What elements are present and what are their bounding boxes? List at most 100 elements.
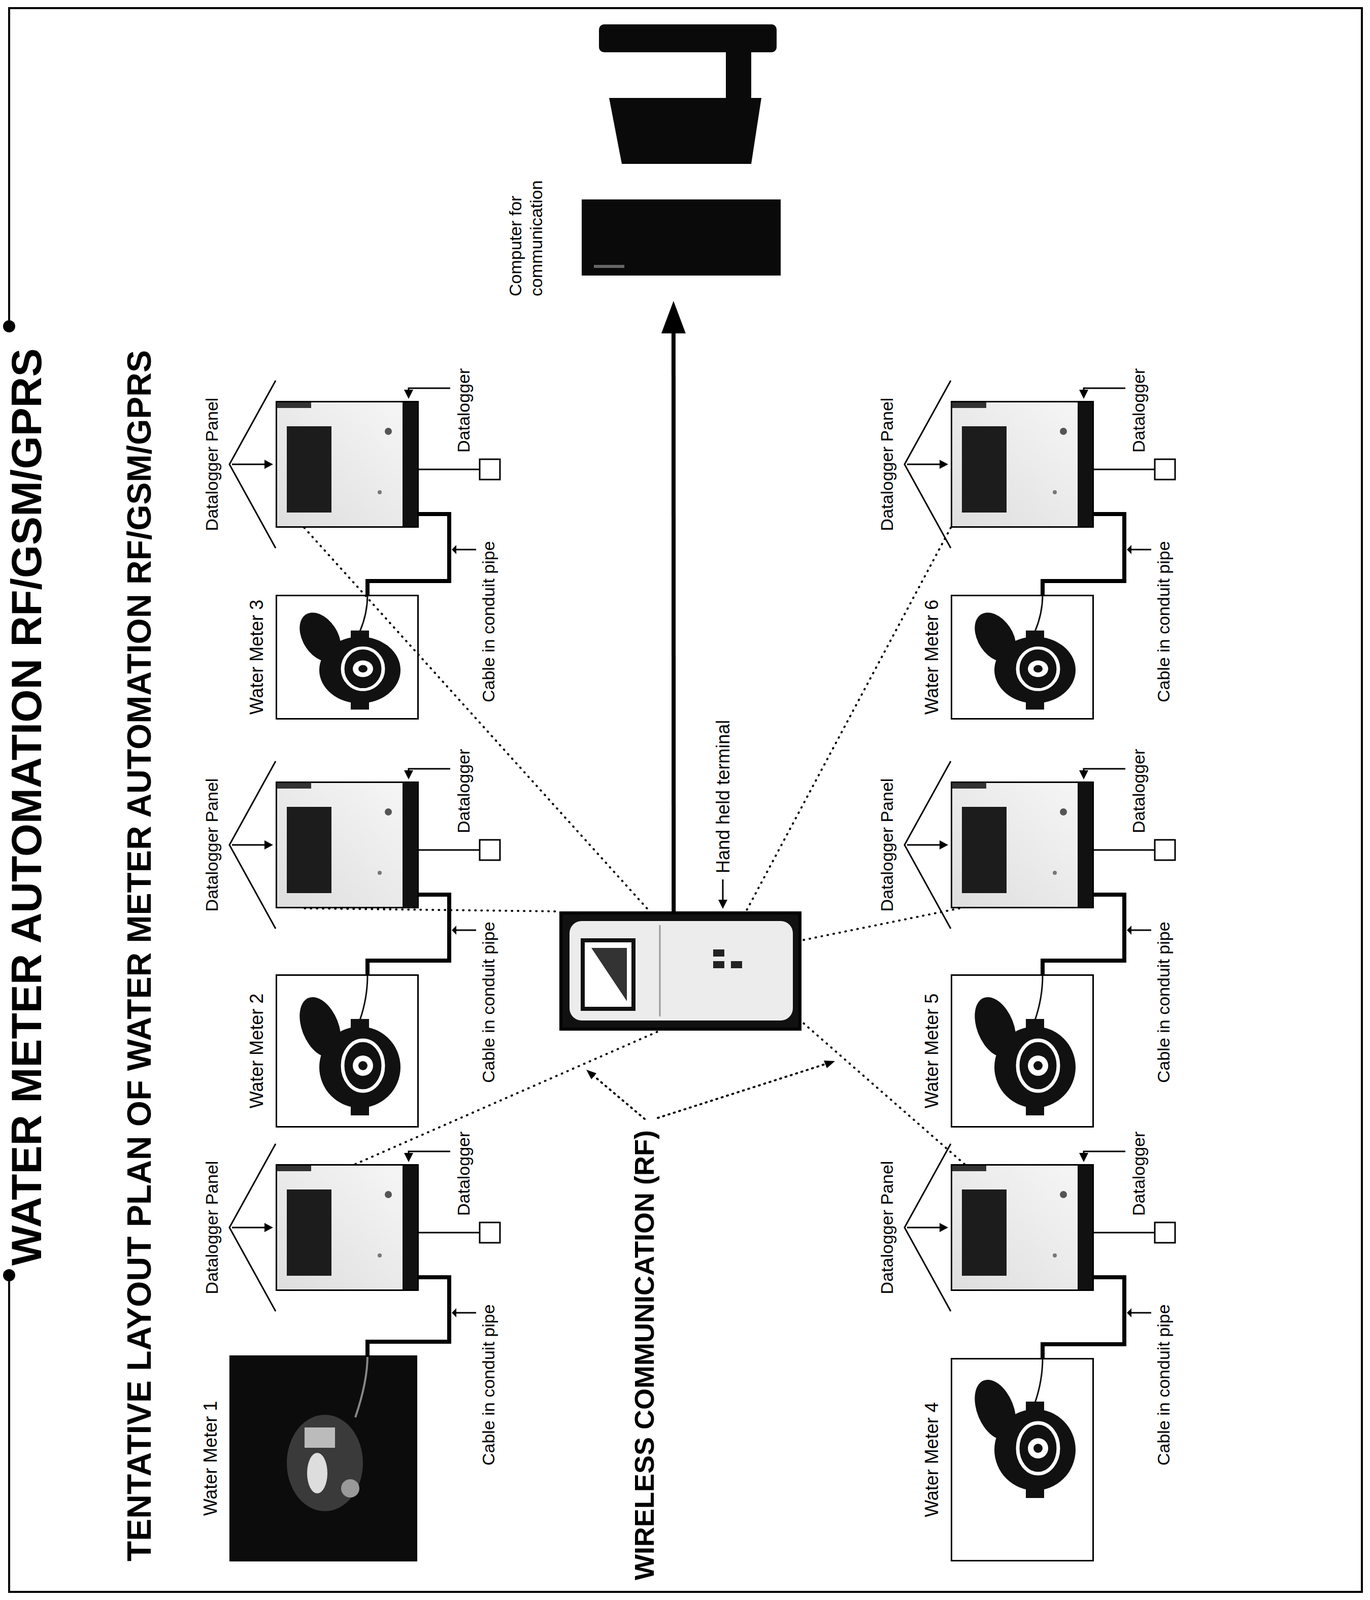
water-meter-label: Water Meter 2 (246, 992, 267, 1111)
terminal-key (713, 961, 725, 969)
panel-label: Datalogger Panel (202, 396, 222, 533)
cable-label: Cable in conduit pipe (1153, 920, 1174, 1085)
panel-label: Datalogger Panel (202, 1159, 222, 1297)
datalogger-panel-box: Datalogger PanelDatalogger (275, 401, 419, 528)
computer-monitor-neck (725, 52, 752, 98)
water-meter-label: Water Meter 6 (921, 598, 943, 717)
datalogger-panel-box: Datalogger PanelDatalogger (950, 401, 1094, 528)
water-meter-label: Water Meter 3 (246, 598, 267, 717)
terminal-photo (559, 911, 802, 1031)
meter-wire (355, 1355, 368, 1418)
leader-arrowhead (1126, 545, 1132, 555)
connector-line (367, 514, 450, 595)
terminal-body (569, 921, 793, 1021)
cable-connector (1042, 1277, 1125, 1359)
page-frame (9, 8, 1362, 1593)
water-meter-label: Water Meter 1 (199, 1399, 221, 1519)
connector-line (671, 331, 676, 912)
leader-arrowhead (451, 1308, 457, 1318)
rf-leader (591, 1074, 645, 1120)
water-meter-picture (291, 975, 401, 1116)
rf-leader (657, 1064, 826, 1119)
cable-label: Cable in conduit pipe (1153, 1302, 1174, 1468)
connector-line (746, 527, 951, 912)
connector-line (367, 1277, 450, 1356)
wireless-connector (304, 527, 650, 912)
wireless-connector (355, 1030, 660, 1165)
meter-photo-highlight (341, 1479, 360, 1498)
water-meter-picture (966, 975, 1076, 1116)
datalogger-label: Datalogger (453, 1130, 474, 1218)
arrowhead (661, 301, 686, 334)
datalogger-label: Datalogger (453, 747, 474, 835)
water-meter-label: Water Meter 5 (921, 992, 943, 1111)
datalogger-label: Datalogger (453, 366, 474, 455)
datalogger-panel-box: Datalogger PanelDatalogger (950, 1164, 1094, 1292)
cable-label: Cable in conduit pipe (478, 539, 499, 705)
computer-tower-slot (593, 264, 625, 269)
wireless-connector (304, 908, 560, 912)
computer-tower (581, 199, 781, 276)
cable-label: Cable in conduit pipe (478, 920, 499, 1085)
wireless-label: WIRELESS COMMUNICATION (RF) (628, 1128, 660, 1583)
terminal-screen (582, 940, 634, 1010)
subtitle: TENTATIVE LAYOUT PLAN OF WATER METER AUT… (120, 348, 159, 1564)
cable-connector (367, 1277, 450, 1356)
leader-arrowhead (1126, 925, 1132, 935)
cable-connector (1042, 514, 1125, 595)
cable-connector (367, 514, 450, 595)
datalogger-label: Datalogger (1128, 1130, 1149, 1218)
meter-photo-highlight (307, 1453, 328, 1494)
connector-line (801, 908, 960, 941)
leader-arrowhead (586, 1070, 597, 1080)
computer-label: Computer for communication (505, 168, 547, 298)
panel-label: Datalogger Panel (877, 396, 897, 533)
panel-label: Datalogger Panel (877, 777, 897, 914)
panel-label: Datalogger Panel (202, 777, 222, 914)
title: WATER METER AUTOMATION RF/GSM/GPRS (5, 346, 48, 1268)
computer-monitor-back (609, 97, 762, 164)
terminal-key (730, 961, 743, 969)
terminal-key (713, 949, 725, 957)
connector-line (1042, 894, 1125, 975)
leader-arrowhead (451, 545, 457, 555)
connector-line (304, 908, 560, 912)
leader-arrowhead (823, 1060, 835, 1069)
terminal-screen-shade (591, 948, 627, 1002)
water-meter-picture (291, 594, 401, 710)
meter-photo-highlight (304, 1427, 336, 1449)
wireless-connector (746, 527, 951, 912)
panel-label: Datalogger Panel (877, 1159, 897, 1297)
meter-photo (229, 1355, 418, 1562)
hand-held-terminal: Hand held terminal (559, 911, 802, 1031)
cable-connector (367, 894, 450, 975)
terminal-seam (659, 925, 661, 1017)
water-meter-box: Water Meter 6 (950, 594, 1094, 720)
connector-line (304, 527, 650, 912)
meter-photo-body (286, 1415, 363, 1512)
datalogger-panel-box: Datalogger PanelDatalogger (950, 781, 1094, 909)
cable-label: Cable in conduit pipe (478, 1302, 499, 1468)
water-meter-box: Water Meter 1 (229, 1355, 418, 1562)
wireless-connector (801, 908, 960, 941)
title-dot (3, 1269, 16, 1282)
connector-line (1042, 1277, 1125, 1359)
title-dot (3, 320, 16, 333)
connector-line (367, 894, 450, 975)
arrow-connector (661, 301, 686, 912)
datalogger-panel-box: Datalogger PanelDatalogger (275, 1164, 419, 1292)
water-meter-box: Water Meter 5 (950, 974, 1094, 1128)
water-meter-picture (966, 594, 1076, 710)
cable-leader (455, 549, 1152, 1314)
datalogger-panel-box: Datalogger PanelDatalogger (275, 781, 419, 909)
water-meter-box: Water Meter 2 (275, 974, 419, 1128)
connector-line (355, 1030, 660, 1165)
leader-arrowhead (718, 899, 728, 910)
water-meter-box: Water Meter 4 (950, 1358, 1094, 1562)
connector-line (1042, 514, 1125, 595)
computer-monitor-screen (598, 24, 777, 53)
water-meter-box: Water Meter 3 (275, 594, 419, 720)
cable-label: Cable in conduit pipe (1153, 539, 1174, 705)
terminal-leader (722, 879, 724, 901)
